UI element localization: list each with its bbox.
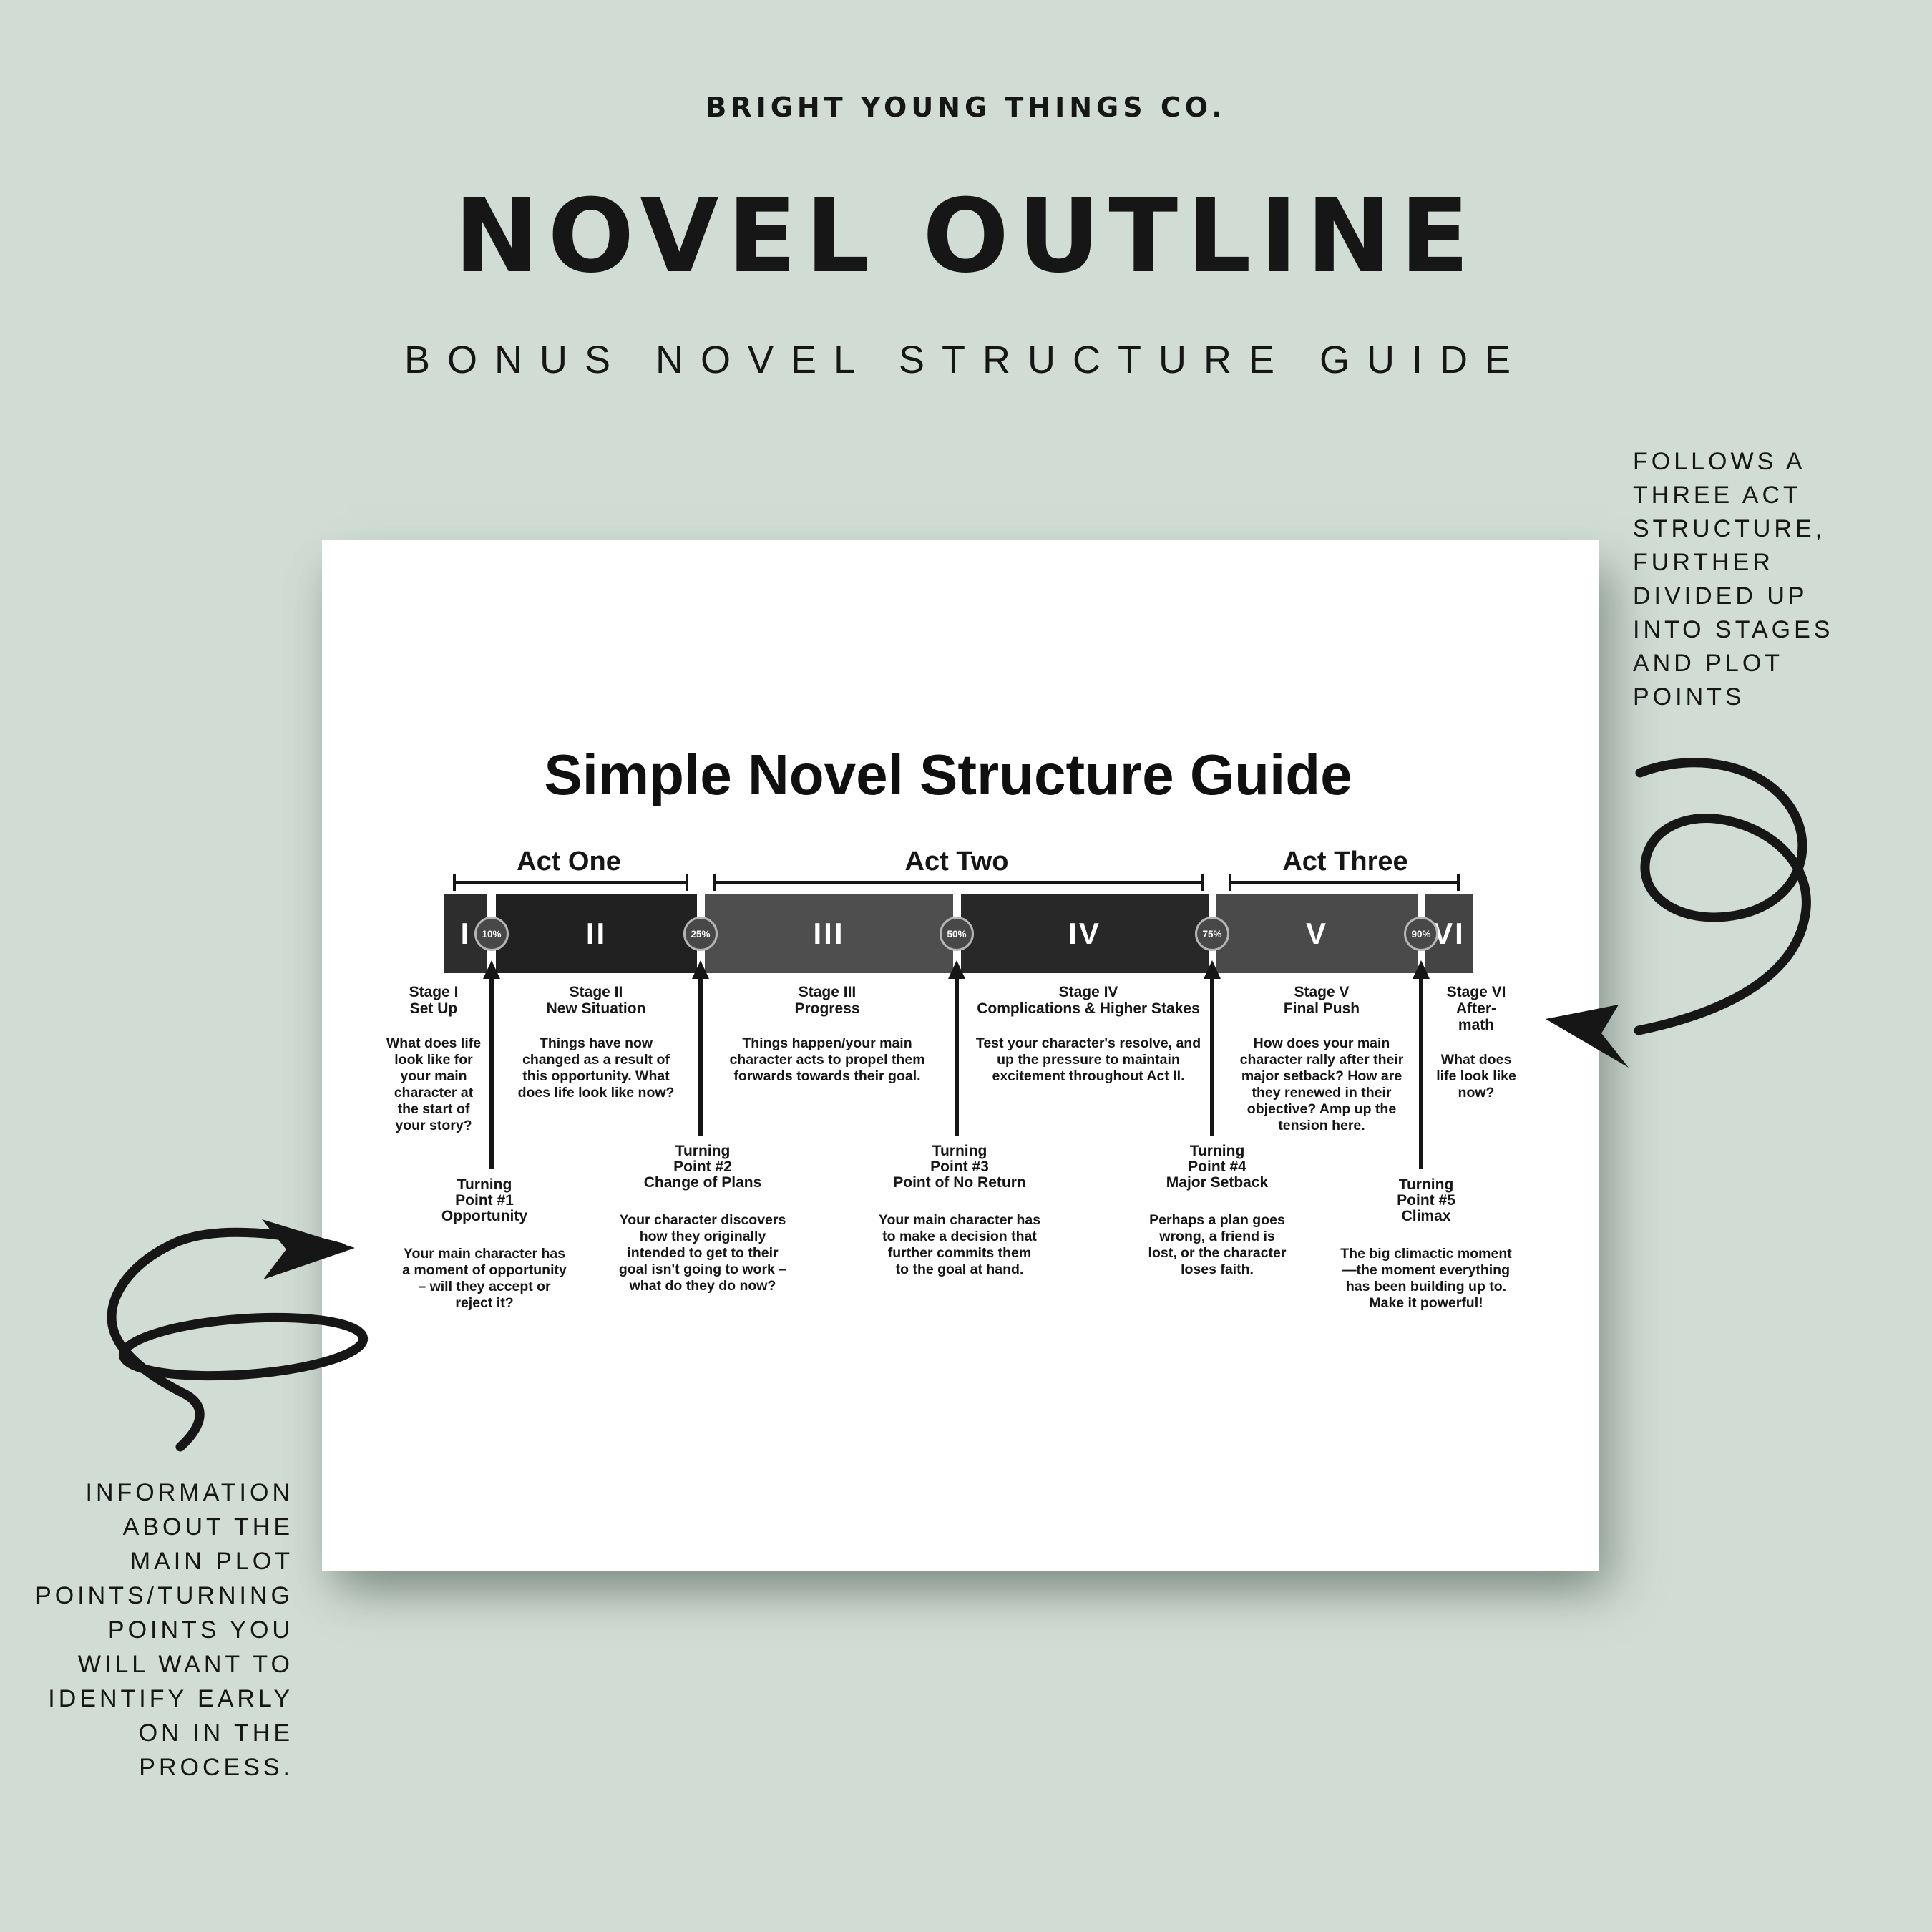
- turning-point-1-title: Turning Point #1: [455, 1176, 514, 1209]
- page-title: NOVEL OUTLINE: [454, 177, 1478, 296]
- stage-4-description: Test your character's resolve, and up th…: [975, 1035, 1201, 1084]
- segment-numeral: III: [813, 917, 845, 950]
- turning-point-4-title: Turning Point #4: [1188, 1143, 1246, 1175]
- turning-point-4-name: Major Setback: [1166, 1174, 1269, 1191]
- turning-point-3-title: Turning Point #3: [930, 1143, 989, 1175]
- stage-subtitle-text: Set Up: [409, 1000, 458, 1017]
- turning-point-4-arrow: [1204, 960, 1221, 1136]
- stage-title-text: Stage VI: [1446, 984, 1506, 1000]
- act-three-bracket: [1229, 874, 1460, 891]
- timeline-segment-4: IV: [961, 894, 1209, 973]
- timeline-segment-5: V: [1216, 894, 1418, 973]
- act-two-bracket: [713, 874, 1204, 891]
- percent-marker-90: 90%: [1404, 917, 1438, 951]
- structure-guide-card: Simple Novel Structure Guide Act One Act…: [322, 540, 1599, 1571]
- timeline-segment-2: II: [496, 894, 697, 973]
- stage-title-text: Stage I: [409, 984, 459, 1000]
- turning-point-5-description: The big climactic moment —the moment eve…: [1340, 1246, 1512, 1311]
- stage-1-description: What does life look like for your main c…: [386, 1035, 482, 1133]
- bracket-line: [456, 881, 686, 884]
- turning-point-5-name: Climax: [1401, 1208, 1451, 1224]
- turning-point-1-block: Turning Point #1 Opportunity Your main c…: [377, 1177, 592, 1312]
- annotation-plot-points-info: INFORMATION ABOUT THE MAIN PLOT POINTS/T…: [35, 1479, 293, 1781]
- turning-point-4-description: Perhaps a plan goes wrong, a friend is l…: [1148, 1212, 1287, 1277]
- turning-point-3-block: Turning Point #3 Point of No Return Your…: [852, 1143, 1067, 1278]
- turning-point-2-description: Your character discovers how they origin…: [618, 1212, 787, 1294]
- bracket-line: [716, 881, 1201, 884]
- timeline-bar: I II III IV V VI 10% 25% 50% 75% 90%: [444, 894, 1473, 973]
- bracket-line: [1231, 881, 1457, 884]
- turning-point-1-name: Opportunity: [441, 1208, 528, 1224]
- turning-point-2-name: Change of Plans: [643, 1174, 762, 1191]
- stage-title-text: Stage IV: [1058, 984, 1118, 1000]
- turning-point-3-name: Point of No Return: [893, 1174, 1026, 1191]
- stage-5-description: How does your main character rally after…: [1239, 1035, 1404, 1133]
- stage-subtitle-text: Final Push: [1283, 1000, 1360, 1017]
- segment-numeral: II: [585, 917, 608, 950]
- turning-point-3-description: Your main character has to make a decisi…: [878, 1212, 1041, 1277]
- turning-point-1-description: Your main character has a moment of oppo…: [402, 1246, 567, 1311]
- stage-subtitle-text: Progress: [794, 1000, 860, 1017]
- segment-numeral: I: [460, 917, 472, 950]
- timeline-segment-3: III: [705, 894, 953, 973]
- stage-title-text: Stage III: [798, 984, 857, 1000]
- stage-subtitle-text: New Situation: [546, 1000, 646, 1017]
- diagram-title: Simple Novel Structure Guide: [544, 743, 1352, 806]
- percent-marker-10: 10%: [474, 917, 509, 951]
- turning-point-4-block: Turning Point #4 Major Setback Perhaps a…: [1110, 1143, 1324, 1278]
- swirl-arrow-left-curve: [107, 1227, 347, 1452]
- turning-point-1-arrow: [483, 960, 500, 1169]
- turning-point-2-title: Turning Point #2: [673, 1143, 732, 1175]
- act-one-label: Act One: [517, 847, 621, 877]
- percent-marker-25: 25%: [683, 917, 718, 951]
- percent-marker-75: 75%: [1195, 917, 1229, 951]
- act-one-bracket: [453, 874, 688, 891]
- segment-numeral: IV: [1068, 917, 1101, 950]
- turning-point-2-arrow: [692, 960, 709, 1136]
- stage-6-description: What does life look like now?: [1436, 1052, 1516, 1101]
- turning-point-5-title: Turning Point #5: [1397, 1176, 1455, 1209]
- stage-3-description: Things happen/your main character acts t…: [729, 1035, 925, 1084]
- stage-subtitle-text: Complications & Higher Stakes: [977, 1000, 1200, 1017]
- turning-point-5-block: Turning Point #5 Climax The big climacti…: [1319, 1177, 1533, 1312]
- act-two-label: Act Two: [904, 847, 1009, 877]
- stage-2-description: Things have now changed as a result of t…: [517, 1035, 675, 1101]
- percent-marker-50: 50%: [940, 917, 974, 951]
- brand-name: BRIGHT YOUNG THINGS CO.: [706, 92, 1226, 123]
- segment-numeral: V: [1305, 917, 1328, 950]
- turning-point-2-block: Turning Point #2 Change of Plans Your ch…: [595, 1143, 810, 1294]
- annotation-three-act-structure: FOLLOWS A THREE ACT STRUCTURE, FURTHER D…: [1633, 448, 1834, 711]
- stage-subtitle-text: After- math: [1456, 1000, 1496, 1033]
- swirl-arrow-right-curve: [1634, 758, 1811, 1035]
- stage-title-text: Stage II: [569, 984, 623, 1000]
- stage-title-text: Stage V: [1294, 984, 1350, 1000]
- turning-point-5-arrow: [1413, 960, 1430, 1169]
- act-three-label: Act Three: [1282, 847, 1408, 877]
- turning-point-3-arrow: [948, 960, 965, 1136]
- page-subtitle: BONUS NOVEL STRUCTURE GUIDE: [404, 338, 1528, 381]
